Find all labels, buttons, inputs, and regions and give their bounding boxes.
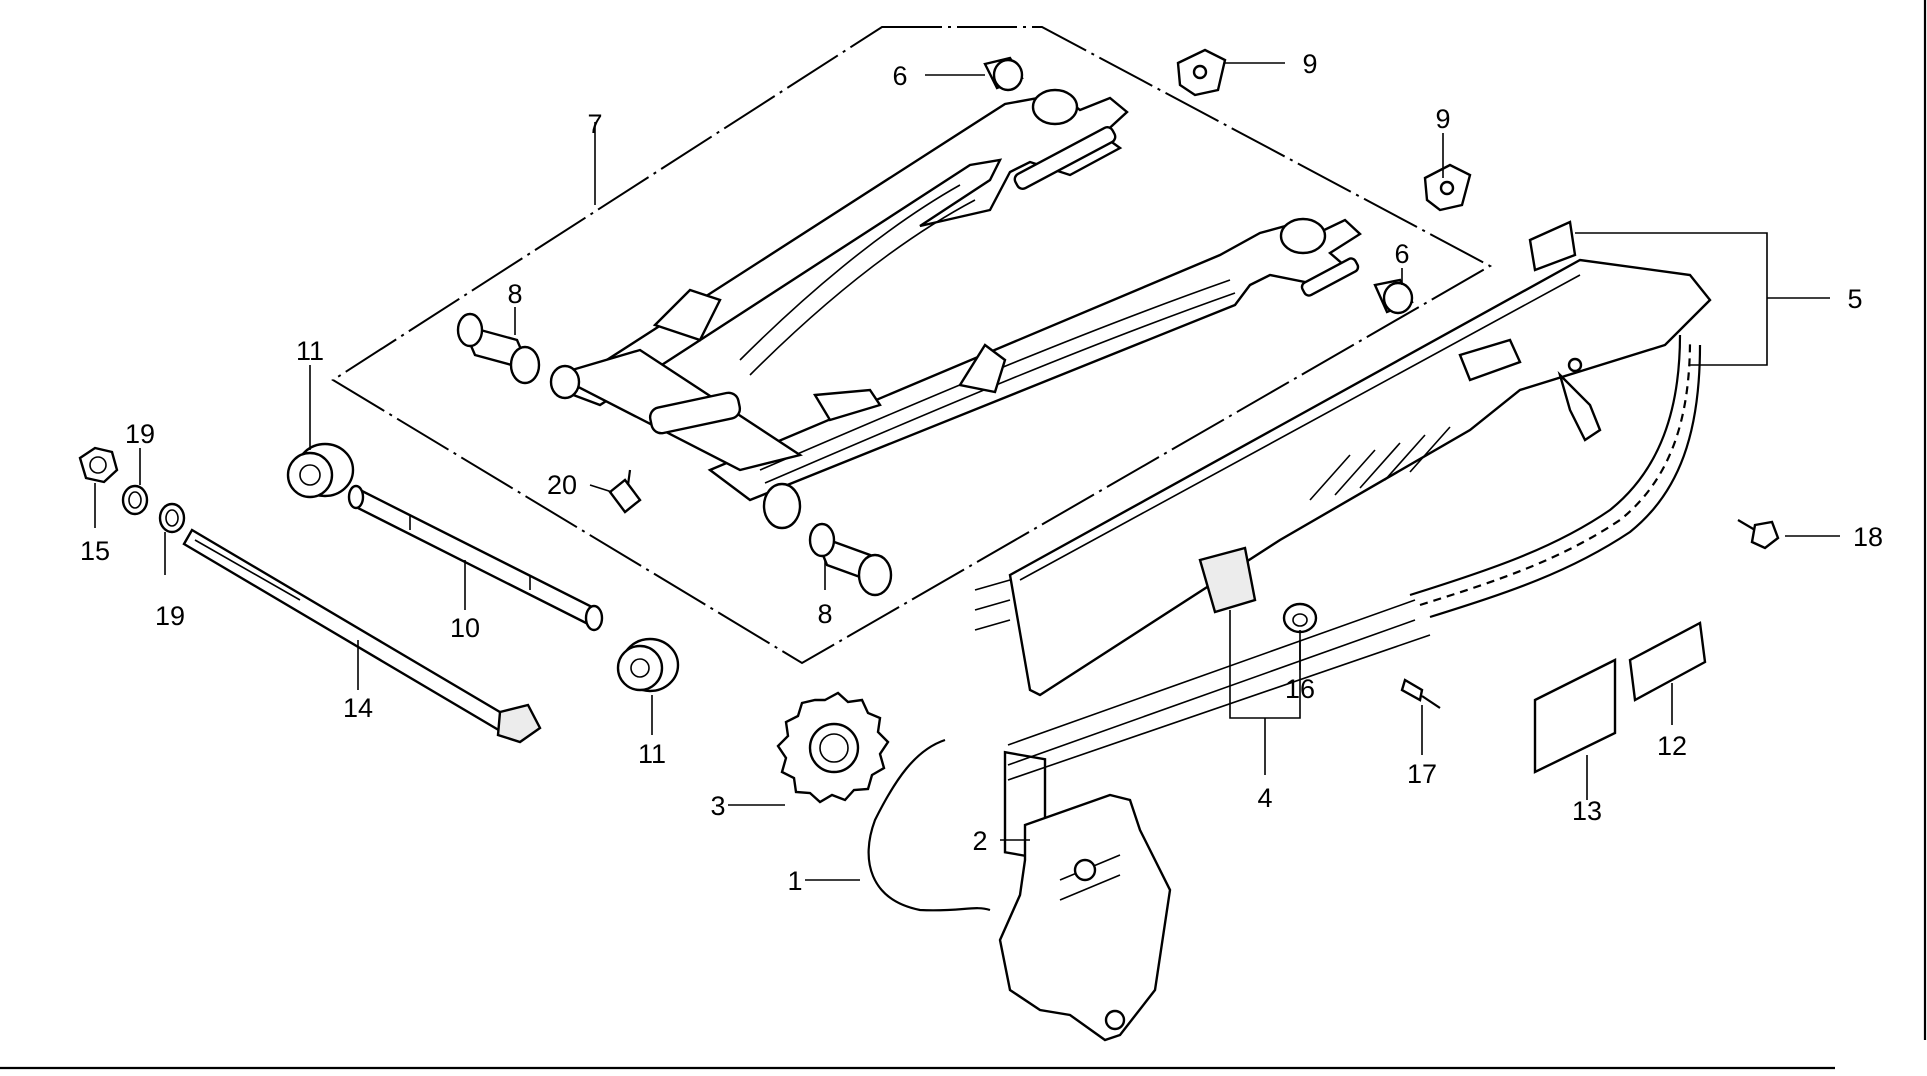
grommet-16 [1282, 602, 1318, 634]
callout-numbers: 7 6 9 9 6 5 8 11 19 20 15 19 10 8 14 11 … [80, 49, 1883, 896]
bolt-17 [1400, 678, 1441, 709]
callout-4: 4 [1257, 783, 1272, 813]
callout-15: 15 [80, 536, 110, 566]
callout-14: 14 [343, 693, 373, 723]
bushing-6-right [1373, 278, 1414, 315]
callout-9-lower: 9 [1435, 104, 1450, 134]
sprocket-cover-2 [998, 793, 1172, 1042]
callout-18: 18 [1853, 522, 1883, 552]
callout-9-upper: 9 [1302, 49, 1317, 79]
dust-seal-11-left [286, 442, 355, 499]
adjuster-9-upper [1176, 48, 1227, 97]
gasket-1 [867, 738, 991, 912]
callout-6-right: 6 [1394, 239, 1409, 269]
grease-nipple-20 [608, 469, 642, 514]
bolt-18 [1737, 519, 1780, 550]
bushing-6-upper [983, 56, 1024, 92]
callout-16: 16 [1285, 674, 1315, 704]
callout-8-upper: 8 [507, 279, 522, 309]
callout-8-lower: 8 [817, 599, 832, 629]
decal-12 [1628, 621, 1707, 702]
callout-6-upper: 6 [892, 61, 907, 91]
drive-sprocket-3 [776, 691, 890, 804]
callout-11-left: 11 [296, 336, 324, 366]
callout-5: 5 [1847, 284, 1862, 314]
callout-11-right: 11 [638, 739, 666, 769]
callout-20: 20 [547, 470, 577, 500]
nut-15 [78, 446, 119, 484]
swingarm-assembly-boundary [331, 26, 1493, 665]
callout-19-upper: 19 [125, 419, 155, 449]
washer-19-lower [158, 502, 186, 534]
callout-13: 13 [1572, 796, 1602, 826]
callout-19-lower: 19 [155, 601, 185, 631]
pivot-bolt-14 [182, 528, 542, 744]
callout-10: 10 [450, 613, 480, 643]
pivot-pipe-10 [347, 484, 604, 632]
callout-7: 7 [587, 109, 602, 139]
leader-lines [94, 62, 1840, 881]
callout-12: 12 [1657, 731, 1687, 761]
washer-19-upper [121, 484, 149, 516]
collar-8-upper [456, 312, 541, 385]
chain-case-vents [1309, 426, 1451, 501]
decal-13 [1533, 658, 1617, 774]
callout-3: 3 [710, 791, 725, 821]
collar-8-lower [808, 522, 893, 597]
adjuster-9-lower [1423, 163, 1472, 212]
callout-2: 2 [972, 826, 987, 856]
callout-17: 17 [1407, 759, 1437, 789]
swingarm [549, 88, 1362, 530]
dust-seal-11-right [616, 637, 680, 693]
drive-chain [1409, 334, 1702, 619]
callout-1: 1 [787, 866, 802, 896]
